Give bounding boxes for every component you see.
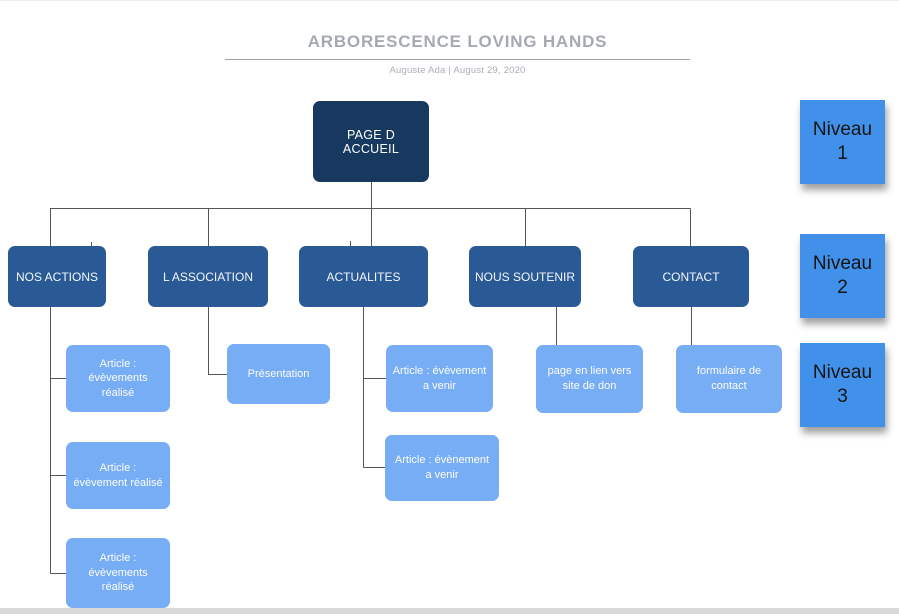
node-actualites[interactable]: ACTUALITES [299, 246, 428, 307]
node-presentation[interactable]: Présentation [227, 344, 330, 404]
node-article-evenements-realise-1[interactable]: Article : évèvements réalisé [66, 345, 170, 412]
node-article-evenement-realise[interactable]: Article : évèvement réalisé [66, 442, 170, 509]
node-nos-actions[interactable]: NOS ACTIONS [8, 246, 106, 307]
sticky-number: 3 [837, 386, 848, 407]
node-formulaire-contact[interactable]: formulaire de contact [676, 345, 782, 413]
sticky-number: 1 [837, 143, 848, 164]
node-nous-soutenir[interactable]: NOUS SOUTENIR [469, 246, 581, 307]
node-article-evenements-realise-2[interactable]: Article : évèvements réalisé [66, 538, 170, 608]
node-article-evenement-a-venir-2[interactable]: Article : évènement a venir [385, 435, 499, 501]
sticky-note-niveau-1[interactable]: Niveau 1 [800, 100, 885, 184]
sticky-number: 2 [837, 277, 848, 298]
page-title: ARBORESCENCE LOVING HANDS [225, 32, 690, 60]
node-contact[interactable]: CONTACT [633, 246, 749, 307]
node-l-association[interactable]: L ASSOCIATION [148, 246, 268, 307]
page-subtitle: Auguste Ada | August 29, 2020 [389, 65, 526, 76]
node-article-evenement-a-venir-1[interactable]: Article : évèvement a venir [386, 345, 493, 412]
node-page-d-accueil[interactable]: PAGE D ACCUEIL [313, 101, 429, 182]
sticky-label: Niveau [812, 119, 873, 141]
sticky-note-niveau-2[interactable]: Niveau 2 [800, 234, 885, 318]
canvas-bottom-edge [0, 608, 899, 614]
node-page-lien-site-don[interactable]: page en lien vers site de don [536, 345, 643, 413]
header: ARBORESCENCE LOVING HANDS Auguste Ada | … [225, 32, 690, 76]
sticky-note-niveau-3[interactable]: Niveau 3 [800, 343, 885, 427]
sticky-label: Niveau [812, 362, 873, 384]
sticky-label: Niveau [812, 253, 873, 275]
